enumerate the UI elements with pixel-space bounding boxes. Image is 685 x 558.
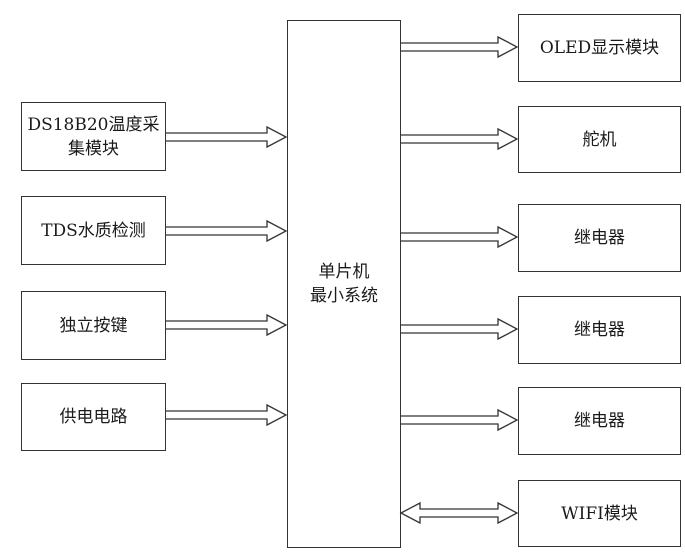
relay-box-1: 继电器 (518, 204, 681, 272)
independent-keys-box: 独立按键 (21, 291, 166, 360)
wifi-module-box: WIFI模块 (518, 480, 681, 547)
servo-label: 舵机 (582, 129, 617, 150)
arrow-ds18b20-to-mcu (166, 125, 288, 149)
arrow-mcu-to-oled (401, 35, 519, 59)
oled-label: OLED显示模块 (539, 38, 660, 58)
arrow-mcu-to-relay-1 (401, 225, 519, 249)
keys-label: 独立按键 (59, 315, 128, 336)
mcu-label: 单片机 最小系统 (310, 262, 378, 306)
arrow-mcu-to-servo (401, 127, 519, 151)
relay-label-3: 继电器 (574, 411, 625, 431)
relay-box-2: 继电器 (518, 296, 681, 364)
wifi-label: WIFI模块 (561, 503, 638, 524)
tds-label: TDS水质检测 (41, 220, 146, 241)
arrow-keys-to-mcu (166, 313, 288, 337)
arrow-power-to-mcu (166, 403, 288, 427)
ds18b20-label: DS18B20温度采 集模块 (27, 114, 160, 159)
arrow-mcu-to-relay-2 (401, 317, 519, 341)
arrow-tds-to-mcu (166, 219, 288, 243)
arrow-mcu-to-relay-3 (401, 408, 519, 432)
mcu-minimum-system-box: 单片机 最小系统 (287, 20, 401, 548)
relay-box-3: 继电器 (518, 387, 681, 455)
tds-water-quality-box: TDS水质检测 (21, 196, 166, 265)
power-label: 供电电路 (59, 407, 128, 427)
relay-label-2: 继电器 (574, 320, 625, 340)
ds18b20-temperature-module-box: DS18B20温度采 集模块 (21, 102, 166, 171)
relay-label-1: 继电器 (574, 228, 625, 248)
oled-display-module-box: OLED显示模块 (518, 14, 681, 82)
arrow-mcu-wifi-bidirectional (399, 501, 519, 525)
power-supply-circuit-box: 供电电路 (21, 383, 166, 451)
servo-box: 舵机 (518, 106, 681, 173)
